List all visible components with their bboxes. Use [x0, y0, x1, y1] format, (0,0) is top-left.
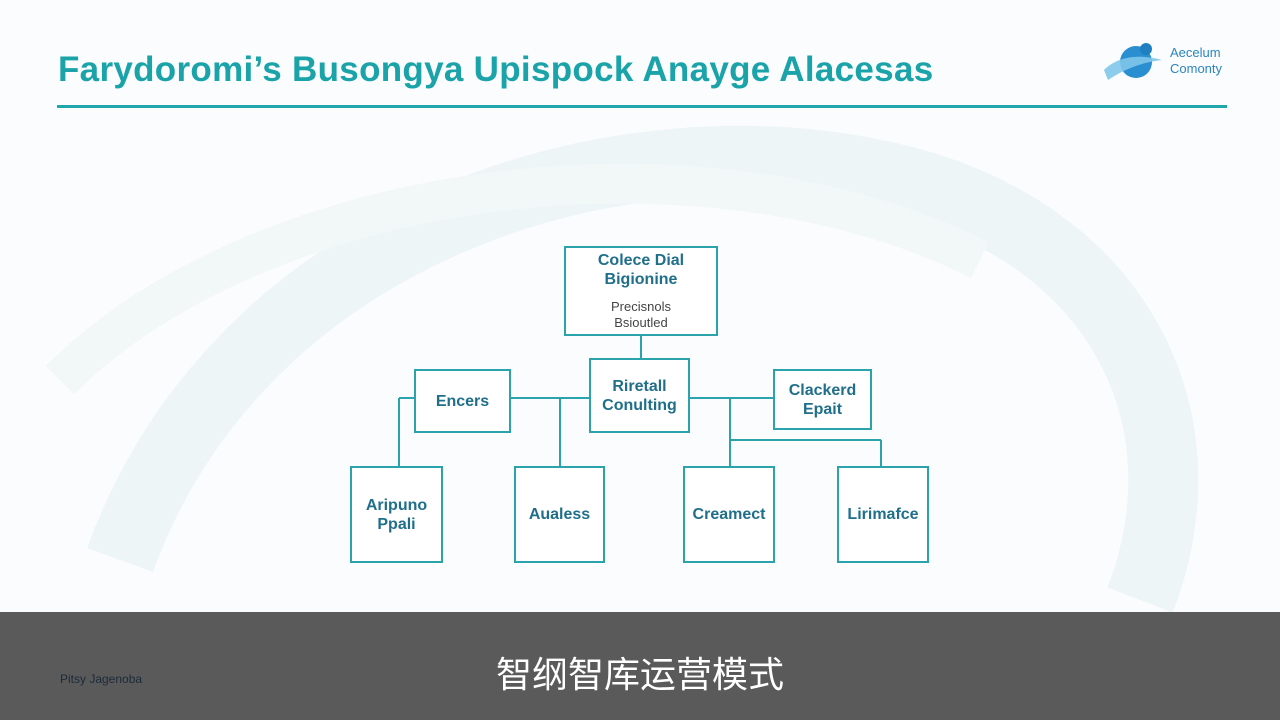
node-right-line-1: Clackerd — [788, 381, 857, 399]
slide-title: Farydoromi’s Busongya Upispock Anayge Al… — [58, 50, 934, 89]
company-logo: Aecelum Comonty — [1100, 38, 1240, 88]
node-center-line-1: Riretall — [612, 377, 667, 395]
node-top-sub-1: Precisnols — [611, 299, 671, 314]
caption-bar — [0, 612, 1280, 720]
node-bottom-3-line-1: Creamect — [692, 506, 766, 523]
node-top-sub-2: Bsioutled — [614, 315, 668, 330]
node-right: Clackerd Epait — [773, 369, 872, 430]
node-bottom-1-line-2: Ppali — [377, 515, 416, 533]
node-left: Encers — [414, 369, 511, 433]
node-top-line-2: Bigionine — [604, 271, 678, 288]
node-bottom-4-line-1: Lirimafce — [847, 506, 919, 523]
subtitle-caption: 智纲智库运营模式 — [495, 655, 784, 696]
node-top-line-1: Colece Dial — [597, 252, 685, 269]
logo-icon — [1104, 43, 1162, 80]
node-bottom-2-line-1: Aualess — [528, 506, 591, 523]
node-bottom-3: Creamect — [683, 466, 775, 563]
node-right-line-2: Epait — [802, 400, 843, 418]
node-bottom-1-line-1: Aripuno — [365, 496, 428, 514]
node-center-line-2: Conulting — [602, 396, 677, 414]
title-divider — [57, 105, 1227, 108]
node-bottom-2: Aualess — [514, 466, 605, 563]
node-bottom-4: Lirimafce — [837, 466, 929, 563]
node-left-line-1: Encers — [435, 392, 490, 410]
logo-line-2: Comonty — [1170, 61, 1223, 76]
node-center: Riretall Conulting — [589, 358, 690, 433]
node-bottom-1: Aripuno Ppali — [350, 466, 443, 563]
node-top: Colece Dial Bigionine Precisnols Bsioutl… — [564, 246, 718, 336]
footer-note: Pitsy Jagenoba — [60, 672, 143, 686]
logo-line-1: Aecelum — [1170, 45, 1221, 60]
